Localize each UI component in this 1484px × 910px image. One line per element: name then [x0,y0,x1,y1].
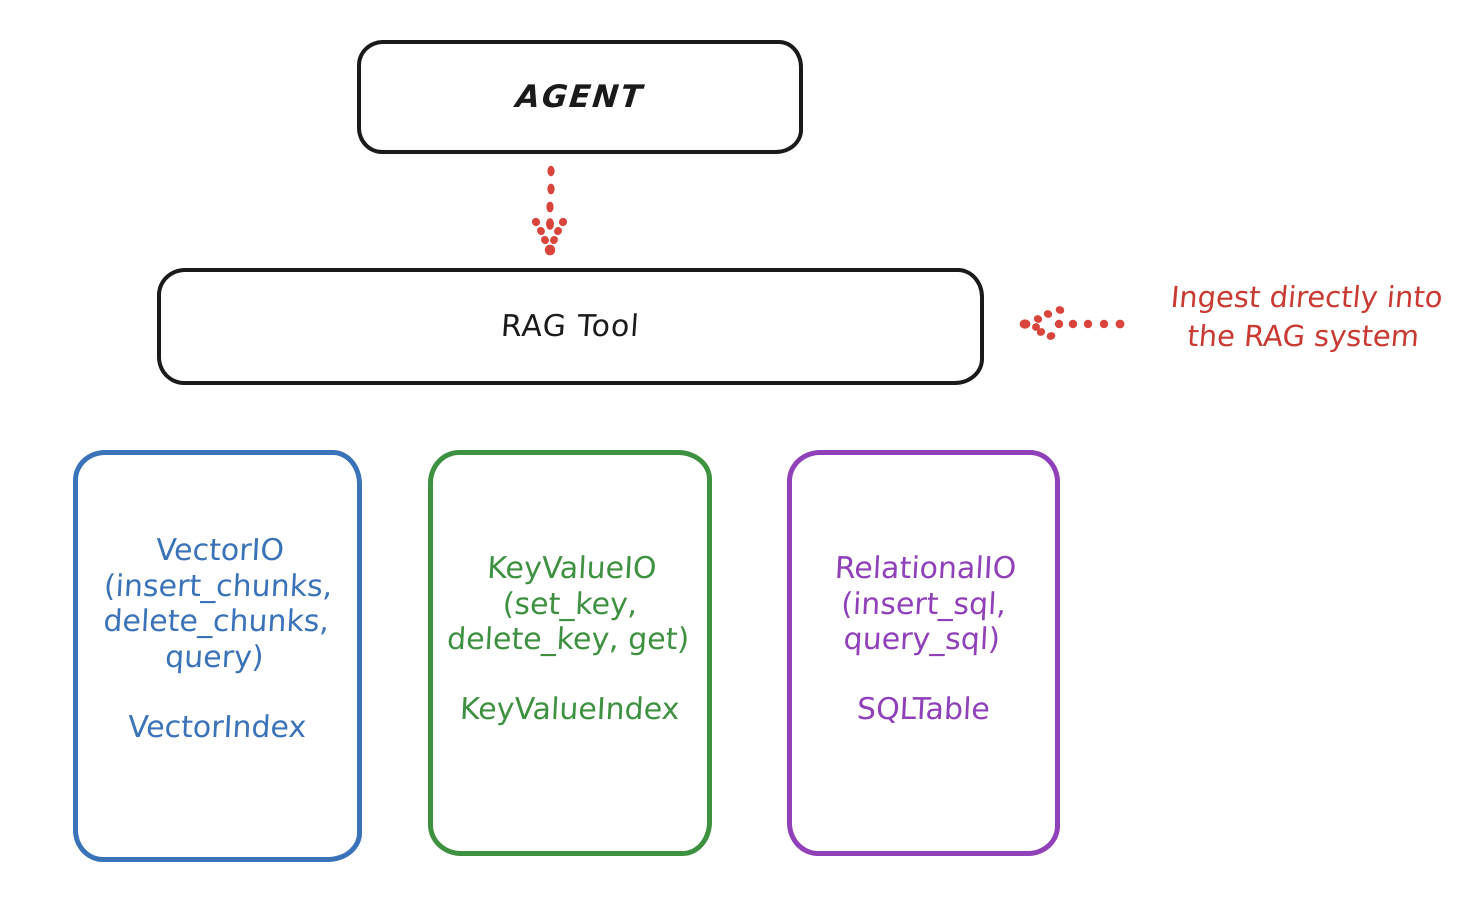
node-relational-io[interactable]: RelationalIO (insert_sql, query_sql) SQL… [787,450,1060,856]
node-relational-io-api-label: RelationalIO (insert_sql, query_sql) [833,551,1017,658]
node-rag-tool-label: RAG Tool [499,309,642,344]
node-vector-io-index-label: VectorIndex [127,709,308,745]
node-vector-io[interactable]: VectorIO (insert_chunks, delete_chunks, … [73,450,362,862]
node-agent-label: AGENT [514,79,646,115]
node-key-value-io-index-label: KeyValueIndex [459,692,681,728]
connector-ingest-to-rag-tool-icon [1019,306,1125,340]
connector-agent-to-rag-tool-icon [531,165,568,256]
node-agent[interactable]: AGENT [357,40,803,154]
node-relational-io-index-label: SQLTable [856,692,991,728]
node-key-value-io[interactable]: KeyValueIO (set_key, delete_key, get) Ke… [428,450,712,856]
node-rag-tool[interactable]: RAG Tool [157,268,984,385]
node-vector-io-api-label: VectorIO (insert_chunks, delete_chunks, … [102,533,334,676]
annotation-ingest-note: Ingest directly into the RAG system [1169,280,1445,353]
node-key-value-io-api-label: KeyValueIO (set_key, delete_key, get) [446,551,691,658]
